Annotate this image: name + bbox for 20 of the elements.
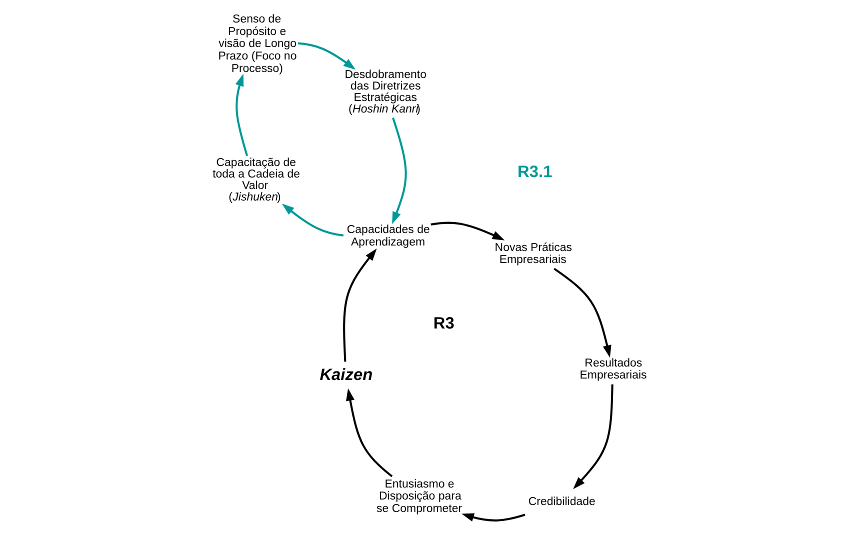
arrow	[554, 268, 612, 358]
arrow	[343, 248, 377, 362]
arrow	[235, 74, 248, 156]
label: R3.1	[518, 162, 552, 181]
label: R3	[433, 314, 454, 333]
arrow	[392, 118, 407, 224]
node-text: Capacitação de toda a Cadeia de Valor (Jishuken)	[212, 157, 300, 204]
node-text: Kaizen	[320, 366, 373, 384]
node-text: Senso de Propósito e visão de Longo Prazo (Foco no Processo)	[218, 14, 297, 75]
node-text: Novas Práticas Empresariais	[494, 242, 572, 266]
arrow	[346, 388, 393, 478]
arrow	[430, 222, 505, 240]
node-text: Capacidades de Aprendizagem	[346, 224, 430, 248]
node-text: Entusiasmo e Disposição para se Comprometer	[376, 478, 462, 515]
arrow	[573, 384, 614, 490]
arrow	[298, 42, 356, 70]
arrow	[282, 204, 344, 236]
node-text: Resultados Empresariais	[580, 357, 647, 382]
node-text: Credibilidade	[528, 496, 596, 508]
arrow	[462, 513, 526, 522]
